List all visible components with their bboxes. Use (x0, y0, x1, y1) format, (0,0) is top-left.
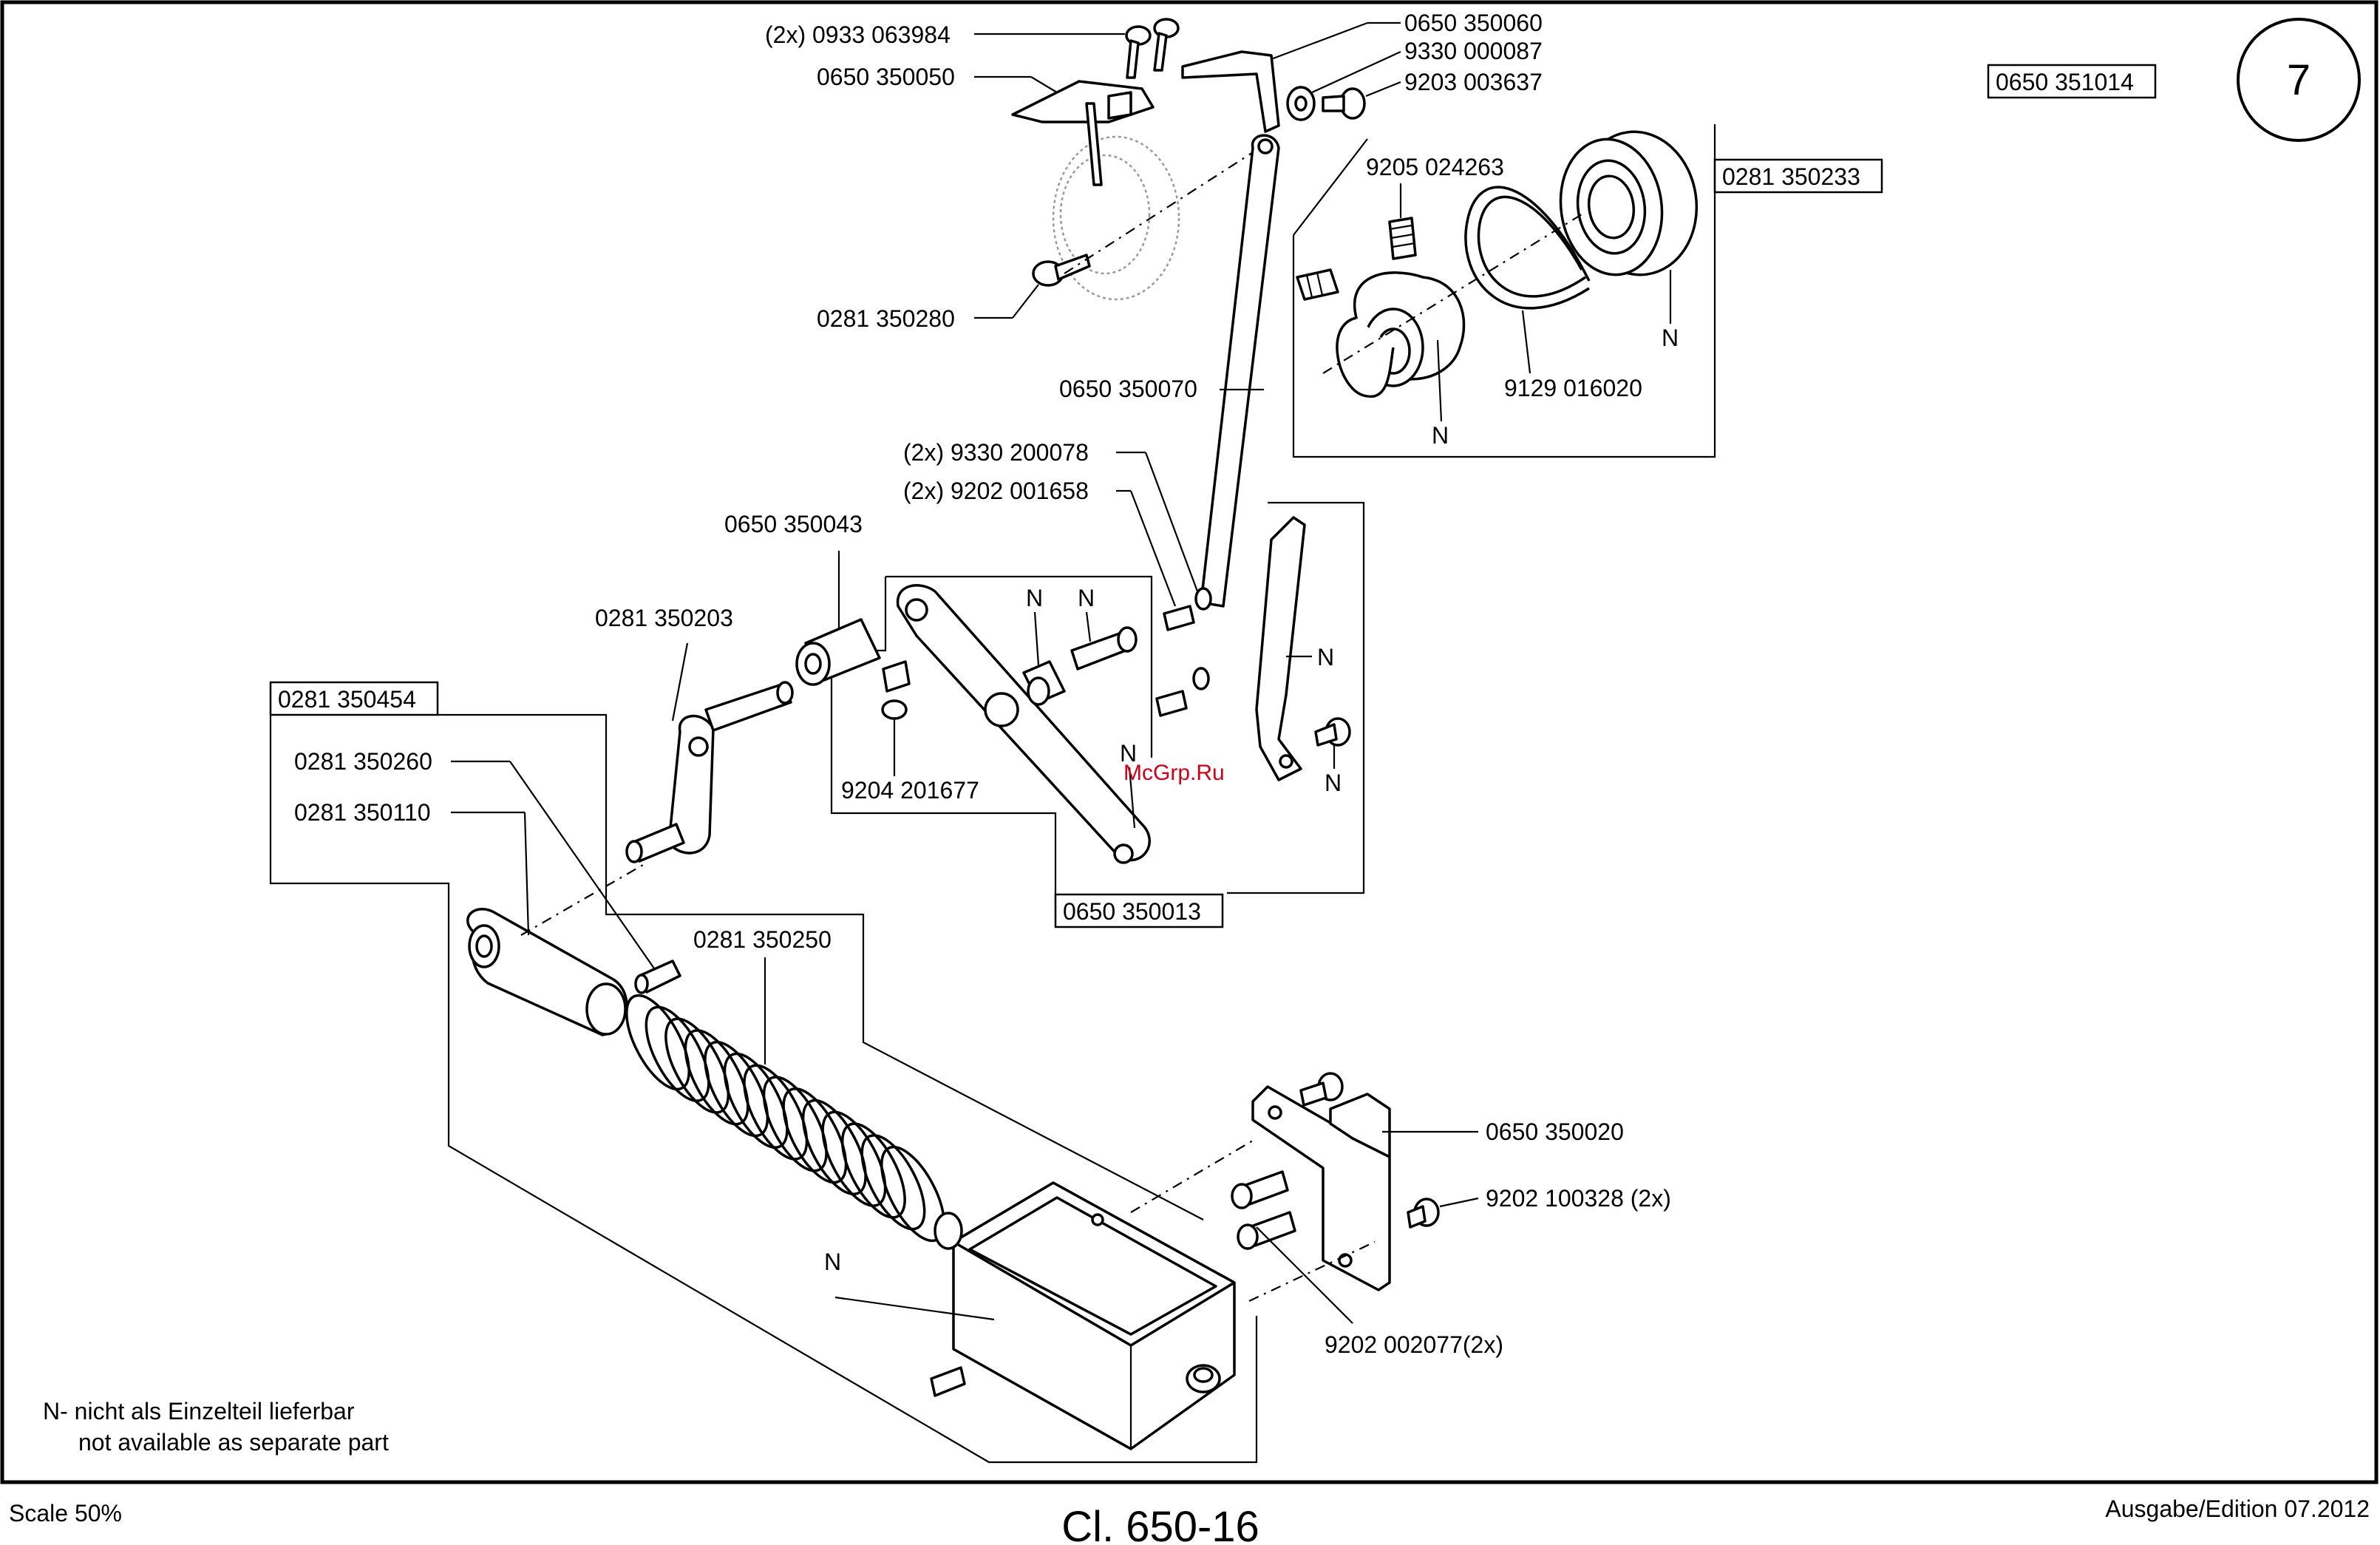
n-marker-lever: N (1120, 740, 1137, 767)
edition-label: Ausgabe/Edition 07.2012 (2105, 1495, 2370, 1522)
label-0281-350260: 0281 350260 (294, 748, 432, 775)
label-0281-350203: 0281 350203 (595, 605, 733, 631)
screw-9203-003637 (1322, 87, 1366, 120)
label-9205-024263: 9205 024263 (1366, 154, 1504, 180)
label-0650-350020: 0650 350020 (1486, 1118, 1624, 1145)
screw-0281-350280 (1032, 254, 1091, 287)
spring-coil (723, 1052, 789, 1149)
lever-bracket (1181, 50, 1280, 133)
label-9202-001658: (2x) 9202 001658 (903, 478, 1089, 504)
screw-upper-bracket (1299, 1072, 1344, 1107)
spring-coil (625, 994, 690, 1091)
n-marker-bearing: N (1662, 325, 1679, 351)
spring-bracket (1011, 80, 1155, 186)
assembly-box-0650-351014 (1987, 64, 2157, 99)
label-9202-100328: 9202 100328 (2x) (1486, 1185, 1671, 1212)
retaining-ring (1464, 186, 1591, 310)
spring-coil (704, 1040, 769, 1138)
bushing-n (1022, 660, 1066, 706)
label-0650-351014: 0650 351014 (1996, 69, 2134, 95)
washer-9330-200078-b (1192, 667, 1210, 690)
label-0650-350070: 0650 350070 (1059, 376, 1197, 402)
n-marker-bushing: N (1026, 585, 1043, 611)
pin-0281-350260 (634, 960, 681, 994)
n-marker-pin: N (1078, 585, 1095, 611)
screw-right-lever (1314, 717, 1351, 747)
crank-lever (625, 681, 794, 863)
spring-coil (664, 1017, 730, 1114)
screw-9202-002077-a (1231, 1170, 1289, 1209)
set-screw-lower (1296, 268, 1339, 301)
mounting-bracket (1251, 1085, 1391, 1291)
washer-9330-000087 (1286, 86, 1316, 121)
label-9203-003637: 9203 003637 (1404, 69, 1543, 95)
screw-0933-063984-b (1153, 18, 1180, 72)
screw-9202-001658-b (1155, 690, 1188, 717)
n-marker-cam: N (1432, 422, 1449, 449)
assembly-box-0281-350454 (269, 681, 439, 716)
assembly-box-0650-350013 (1054, 893, 1224, 928)
washer-9330-200078-a (1194, 587, 1212, 611)
screw-9202-001658-a (1163, 605, 1195, 631)
ball-bearing (1559, 130, 1699, 276)
drawing-title: Cl. 650-16 (1061, 1503, 1259, 1545)
lever-plate (1255, 516, 1306, 781)
spring-coil (743, 1064, 809, 1161)
label-0281-350280: 0281 350280 (817, 305, 955, 332)
frame-solenoid-group (269, 715, 1258, 1464)
screw-0933-063984-a (1125, 25, 1152, 79)
spring-coil (801, 1099, 867, 1196)
label-0650-350013: 0650 350013 (1063, 898, 1201, 925)
page-number: 7 (2287, 56, 2311, 104)
label-9330-200078: (2x) 9330 200078 (903, 439, 1089, 466)
label-9129-016020: 9129 016020 (1504, 375, 1642, 401)
watermark: McGrp.Ru (1123, 761, 1225, 785)
spring-coil (762, 1076, 828, 1172)
label-0281-350454: 0281 350454 (278, 686, 416, 713)
n-marker-solenoid: N (824, 1249, 841, 1275)
label-0650-350060: 0650 350060 (1404, 10, 1543, 36)
solenoid-housing (930, 1181, 1236, 1450)
page-number-circle (2237, 18, 2361, 142)
gear-wheel-ghost (1052, 135, 1180, 301)
spring-coil (821, 1110, 887, 1207)
set-screw-upper (1388, 217, 1417, 260)
bent-lever (896, 584, 1151, 864)
bushing-0650-350043 (795, 618, 881, 686)
eccentric-cam (1336, 271, 1466, 398)
assembly-box-0281-350233 (1713, 158, 1883, 194)
frame-lever-group (1227, 501, 1365, 894)
note-line-2: not available as separate part (78, 1429, 389, 1456)
n-marker-plate-screw: N (1325, 770, 1342, 796)
label-0281-350250: 0281 350250 (693, 926, 832, 953)
spring-coil (860, 1134, 926, 1231)
screw-9204-201677 (881, 660, 911, 720)
clevis (466, 908, 628, 1036)
label-0281-350233: 0281 350233 (1722, 163, 1860, 190)
spring-coil (645, 1005, 710, 1102)
n-marker-plate: N (1317, 644, 1334, 670)
spring-coil (782, 1087, 848, 1184)
label-9204-201677: 9204 201677 (841, 777, 979, 804)
spring-coil (684, 1029, 749, 1126)
compression-spring (625, 994, 945, 1243)
scale-label: Scale 50% (9, 1500, 122, 1527)
drawing-border (0, 0, 2379, 1484)
pin-n (1070, 626, 1138, 670)
label-0650-350043: 0650 350043 (724, 511, 863, 537)
label-0281-350110: 0281 350110 (294, 799, 430, 826)
screw-9202-002077-b (1237, 1211, 1296, 1250)
note-line-1: N- nicht als Einzelteil lieferbar (43, 1398, 355, 1425)
label-9202-002077: 9202 002077(2x) (1325, 1331, 1503, 1358)
screw-9202-100328 (1407, 1198, 1440, 1229)
label-0933-063984: (2x) 0933 063984 (765, 21, 951, 48)
label-9330-000087: 9330 000087 (1404, 38, 1543, 64)
label-0650-350050: 0650 350050 (817, 64, 955, 90)
long-lever-rod (1200, 134, 1280, 608)
frame-bearing-group (1292, 124, 1716, 458)
spring-coil (840, 1122, 906, 1219)
